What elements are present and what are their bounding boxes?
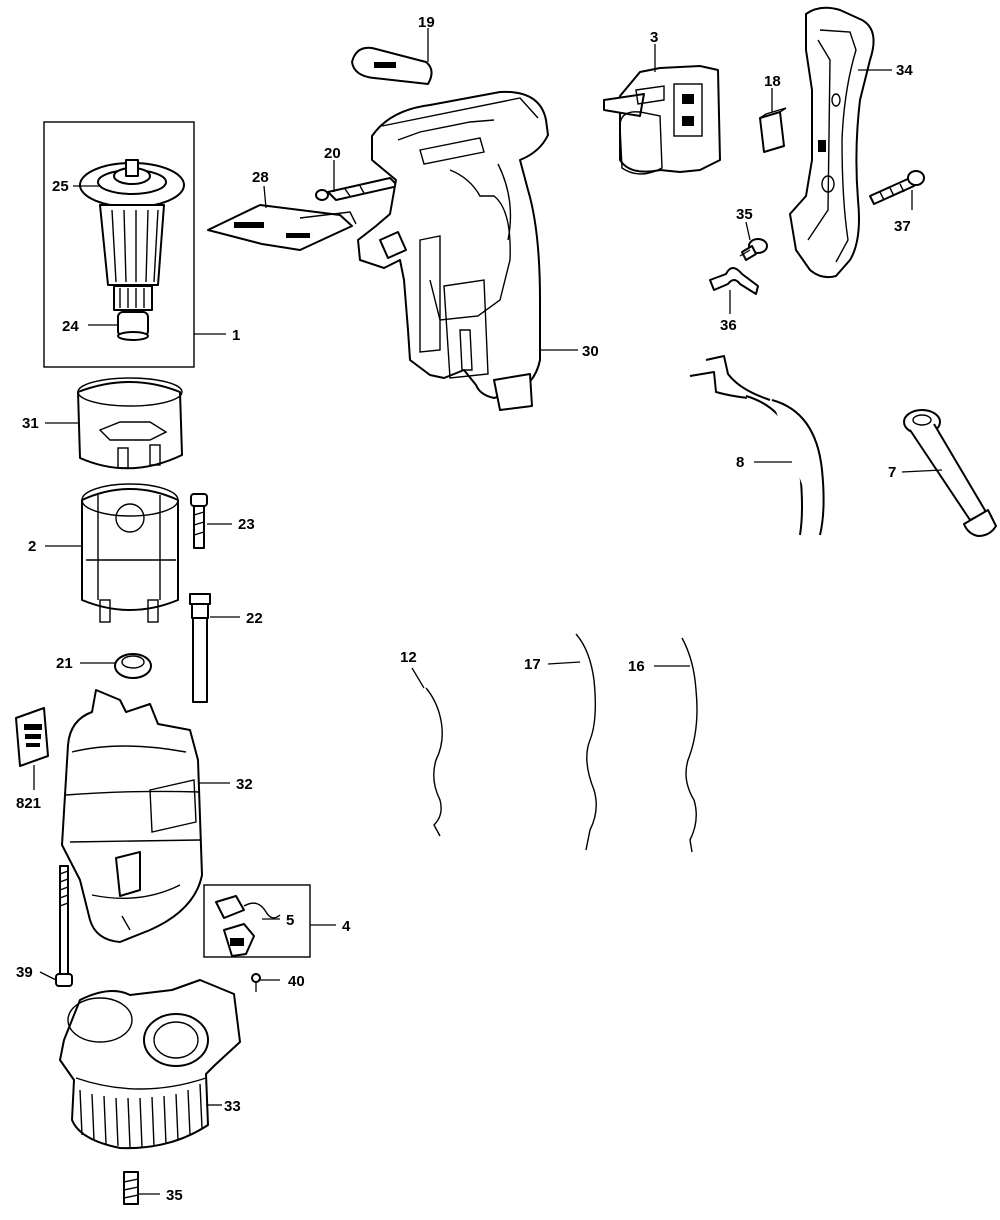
label-36: 36 — [720, 317, 737, 334]
label-28: 28 — [252, 169, 269, 186]
handle-housing — [357, 90, 549, 411]
cord-clamp — [709, 267, 759, 295]
label-22: 22 — [246, 610, 263, 627]
label-35-top: 35 — [736, 206, 753, 223]
label-20: 20 — [324, 145, 341, 162]
label-3: 3 — [650, 29, 658, 46]
screw-23 — [190, 493, 208, 549]
label-2: 2 — [28, 538, 36, 555]
label-821: 821 — [16, 795, 41, 812]
handle-cover — [789, 6, 875, 279]
label-8: 8 — [736, 454, 744, 471]
label-17: 17 — [524, 656, 541, 673]
cord-protector — [903, 409, 997, 537]
label-33: 33 — [224, 1098, 241, 1115]
screw-40 — [251, 973, 261, 992]
spring-20 — [315, 177, 399, 201]
label-37: 37 — [894, 218, 911, 235]
power-cord — [689, 355, 825, 536]
label-23: 23 — [238, 516, 255, 533]
label-7: 7 — [888, 464, 896, 481]
screw-37 — [869, 170, 925, 205]
field — [81, 483, 179, 623]
armature-assembly — [43, 121, 195, 368]
pin-22 — [189, 593, 211, 703]
label-30: 30 — [582, 343, 599, 360]
label-5: 5 — [286, 912, 294, 929]
switch-3 — [603, 65, 721, 175]
label-4: 4 — [342, 918, 351, 935]
baffle — [77, 377, 183, 470]
wire-12 — [425, 687, 443, 837]
slide-plate — [207, 204, 357, 251]
label-19 — [351, 46, 433, 85]
label-24: 24 — [62, 318, 79, 335]
brush-holder-assembly — [203, 884, 311, 958]
nameplate — [15, 707, 49, 767]
screw-35-top — [739, 238, 768, 261]
label-16: 16 — [628, 658, 645, 675]
label-39: 39 — [16, 964, 33, 981]
motor-housing — [61, 689, 203, 943]
gear-case — [59, 979, 241, 1150]
label-19: 19 — [418, 14, 435, 31]
screw-35-bottom — [123, 1171, 139, 1205]
leader-lines — [33, 28, 943, 1195]
label-34: 34 — [896, 62, 913, 79]
label-40: 40 — [288, 973, 305, 990]
label-32: 32 — [236, 776, 253, 793]
wire-16 — [681, 637, 698, 853]
label-25: 25 — [52, 178, 69, 195]
screw-39 — [55, 865, 73, 987]
wire-17 — [575, 633, 597, 851]
label-18: 18 — [764, 73, 781, 90]
label-31: 31 — [22, 415, 39, 432]
bearing-21 — [114, 653, 152, 679]
label-35-bottom: 35 — [166, 1187, 183, 1204]
label-1: 1 — [232, 327, 240, 344]
label-21: 21 — [56, 655, 73, 672]
label-12: 12 — [400, 649, 417, 666]
capacitor-18 — [759, 107, 787, 153]
callout-labels: 25 24 1 31 2 23 22 21 821 32 4 5 40 39 3… — [16, 14, 913, 1204]
